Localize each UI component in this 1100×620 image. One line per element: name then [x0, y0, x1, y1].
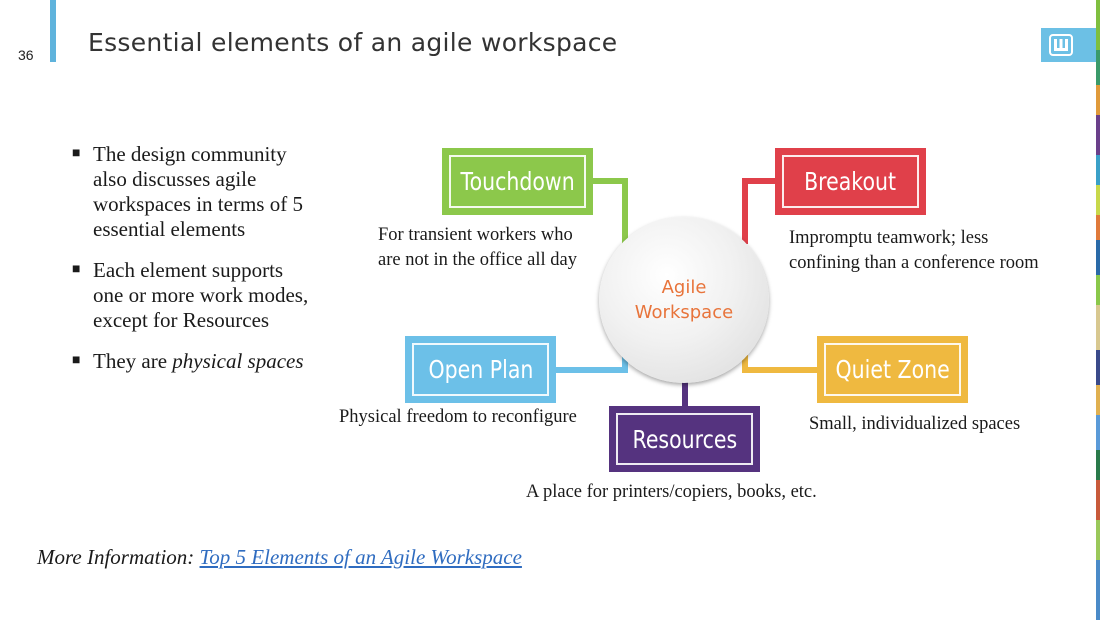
more-information: More Information: Top 5 Elements of an A… — [37, 545, 522, 570]
bullet-text-prefix: They are — [93, 349, 173, 373]
quiet-zone-box: Quiet Zone — [817, 336, 968, 403]
open-plan-box: Open Plan — [405, 336, 556, 403]
connector-breakout — [742, 178, 775, 244]
touchdown-description-line: are not in the office all day — [378, 250, 577, 270]
bullet-list: ■ The design community also discusses ag… — [72, 142, 312, 390]
square-bullet-icon: ■ — [72, 262, 81, 277]
decorative-color-strip — [1096, 0, 1100, 620]
connector-quiet-zone — [742, 355, 818, 373]
open-plan-description: Physical freedom to reconfigure — [339, 407, 577, 427]
title-accent-bar — [50, 0, 56, 62]
quiet-zone-description: Small, individualized spaces — [809, 414, 1021, 434]
slide-number: 36 — [18, 47, 34, 63]
bullet-item: ■ The design community also discusses ag… — [72, 142, 312, 242]
touchdown-label: Touchdown — [460, 167, 575, 196]
open-plan-label: Open Plan — [428, 355, 533, 384]
bullet-item: ■ They are physical spaces — [72, 349, 312, 374]
slide-title: Essential elements of an agile workspace — [88, 28, 618, 57]
bullet-text: The design community also discusses agil… — [93, 142, 303, 241]
quiet-zone-label: Quiet Zone — [835, 355, 950, 384]
touchdown-description: For transient workers who are not in the… — [378, 223, 577, 273]
square-bullet-icon: ■ — [72, 353, 81, 368]
resources-description: A place for printers/copiers, books, etc… — [526, 482, 817, 502]
breakout-description-line: Impromptu teamwork; less — [789, 228, 989, 248]
breakout-box: Breakout — [775, 148, 926, 215]
bullet-text-emphasis: physical spaces — [172, 349, 304, 373]
touchdown-description-line: For transient workers who — [378, 225, 573, 245]
connector-open-plan — [556, 355, 628, 373]
institution-logo-icon — [1041, 28, 1098, 62]
touchdown-box: Touchdown — [442, 148, 593, 215]
square-bullet-icon: ■ — [72, 146, 81, 161]
bullet-text: Each element supports one or more work m… — [93, 258, 309, 332]
resources-label: Resources — [632, 424, 737, 454]
breakout-description: Impromptu teamwork; less confining than … — [789, 226, 1039, 276]
breakout-label: Breakout — [804, 167, 897, 196]
breakout-description-line: confining than a conference room — [789, 253, 1039, 273]
resources-box: Resources — [609, 406, 760, 472]
hub-label: Agile Workspace — [634, 277, 734, 323]
bullet-item: ■ Each element supports one or more work… — [72, 258, 312, 333]
agile-workspace-hub: Agile Workspace — [599, 217, 769, 383]
more-information-link[interactable]: Top 5 Elements of an Agile Workspace — [199, 545, 522, 569]
more-information-prefix: More Information: — [37, 545, 200, 569]
connector-touchdown — [592, 178, 628, 244]
